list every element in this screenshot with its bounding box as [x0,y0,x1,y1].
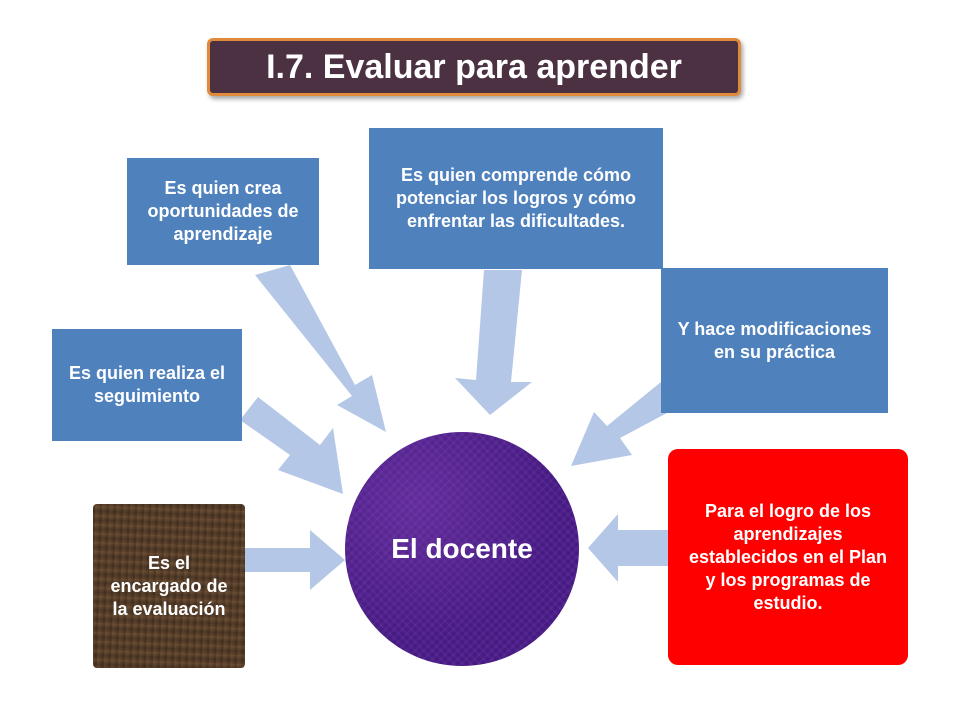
box-oportunidades-text: Es quien crea oportunidades de aprendiza… [147,178,299,244]
box-seguimiento: Es quien realiza el seguimiento [52,329,242,441]
box-modificaciones-text: Y hace modificaciones en su práctica [677,318,872,362]
arrow-seguimiento [240,397,343,494]
box-oportunidades: Es quien crea oportunidades de aprendiza… [127,158,319,265]
page-title: I.7. Evaluar para aprender [207,38,741,96]
arrow-logro [588,514,668,582]
arrow-oportunidades [255,265,386,432]
arrow-encargado [245,530,345,590]
center-label: El docente [391,533,533,564]
arrow-modificaciones [571,382,680,466]
box-comprende: Es quien comprende cómo potenciar los lo… [369,128,663,269]
box-comprende-text: Es quien comprende cómo potenciar los lo… [395,165,637,231]
box-modificaciones: Y hace modificaciones en su práctica [661,268,888,413]
box-encargado-text: Es el encargado de la evaluación [110,552,228,619]
center-circle-docente: El docente [345,432,579,666]
box-seguimiento-text: Es quien realiza el seguimiento [68,363,226,406]
box-logro-text: Para el logro de los aprendizajes establ… [688,500,888,613]
box-logro: Para el logro de los aprendizajes establ… [668,449,908,665]
arrow-comprende [455,270,532,415]
box-encargado: Es el encargado de la evaluación [93,504,245,668]
